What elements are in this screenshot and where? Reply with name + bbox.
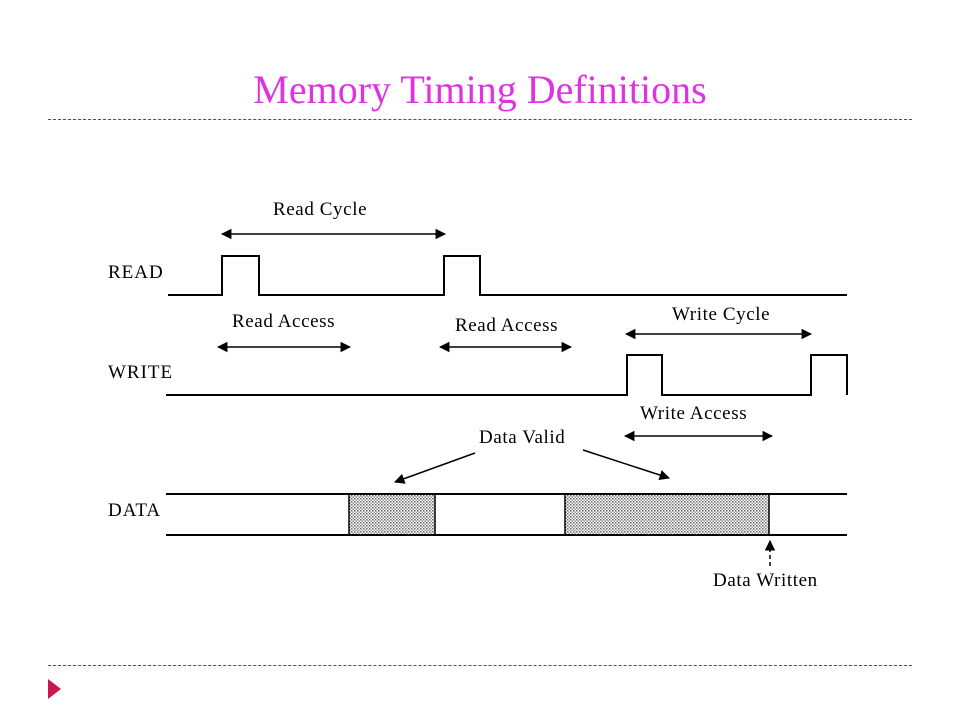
triangle-bullet-icon [48, 679, 61, 699]
data-valid-arrow-left [394, 452, 476, 484]
data-valid-label: Data Valid [479, 427, 565, 448]
write-cycle-label: Write Cycle [672, 304, 770, 325]
signal-label-read: READ [108, 262, 164, 283]
title-divider [48, 119, 912, 120]
write-access-label: Write Access [640, 403, 747, 424]
read-waveform [168, 255, 847, 296]
data-valid-arrow-right [582, 449, 670, 481]
write-waveform [166, 354, 848, 396]
signal-label-data: DATA [108, 500, 161, 521]
read-access-label-1: Read Access [232, 311, 335, 332]
read-access-label-2: Read Access [455, 315, 558, 336]
data-valid-region-read [349, 495, 435, 535]
signal-label-write: WRITE [108, 362, 173, 383]
data-valid-region-write [565, 495, 769, 535]
footer-divider [48, 665, 912, 666]
data-written-label: Data Written [713, 570, 818, 591]
page-title: Memory Timing Definitions [253, 67, 707, 112]
read-cycle-label: Read Cycle [273, 199, 367, 220]
